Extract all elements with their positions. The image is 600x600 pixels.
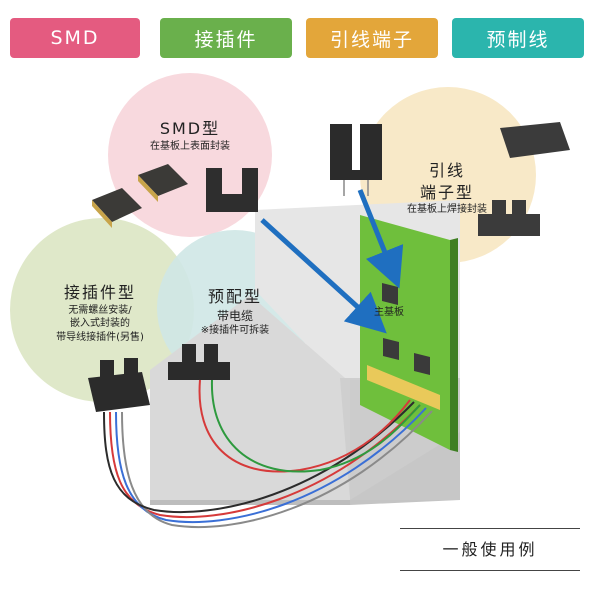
connector-bubble bbox=[10, 218, 194, 402]
arrow-smd bbox=[260, 218, 387, 334]
lead-title-line1: 引线 bbox=[428, 161, 465, 180]
lead-sensor-parts bbox=[330, 122, 570, 236]
arrow-lead bbox=[357, 189, 404, 289]
tab-pre-wired[interactable]: 预制线 bbox=[452, 18, 584, 58]
wires bbox=[103, 379, 433, 528]
smd-title: SMD型 bbox=[159, 119, 221, 138]
tab-connector[interactable]: 接插件 bbox=[160, 18, 292, 58]
smd-label-group: SMD型 在基板上表面封装 bbox=[140, 118, 240, 153]
cable-label-group: 预配型 带电缆 ※接插件可拆装 bbox=[185, 286, 285, 337]
lead-label-group: 引线 端子型 在基板上焊接封装 bbox=[400, 160, 494, 217]
smd-subtitle: 在基板上表面封装 bbox=[150, 140, 230, 152]
lead-title-line2: 端子型 bbox=[419, 182, 474, 202]
connector-label-group: 接插件型 无需螺丝安装/ 嵌入式封装的 带导线接插件(另售) bbox=[38, 282, 162, 344]
connector-sensor-part bbox=[88, 358, 150, 412]
connector-line1: 无需螺丝安装/ bbox=[68, 304, 132, 316]
connector-title: 接插件型 bbox=[63, 283, 136, 302]
footer-top-rule bbox=[400, 528, 580, 529]
connector-line2: 嵌入式封装的 bbox=[70, 318, 130, 330]
connector-line3: 带导线接插件(另售) bbox=[56, 331, 144, 343]
cable-line2: ※接插件可拆装 bbox=[200, 324, 270, 336]
smd-bubble bbox=[108, 73, 272, 237]
tab-smd[interactable]: SMD bbox=[10, 18, 140, 58]
cable-title: 预配型 bbox=[207, 287, 262, 306]
footer-bottom-rule bbox=[400, 570, 580, 571]
cable-sensor-part bbox=[168, 344, 230, 380]
footer-caption: 一般使用例 bbox=[442, 540, 538, 559]
tab-lead-terminal[interactable]: 引线端子 bbox=[306, 18, 438, 58]
cable-line1: 带电缆 bbox=[216, 308, 253, 323]
smd-sensor-parts bbox=[92, 164, 258, 228]
main-board-label: 主基板 bbox=[374, 307, 404, 318]
lead-subtitle: 在基板上焊接封装 bbox=[407, 204, 487, 216]
